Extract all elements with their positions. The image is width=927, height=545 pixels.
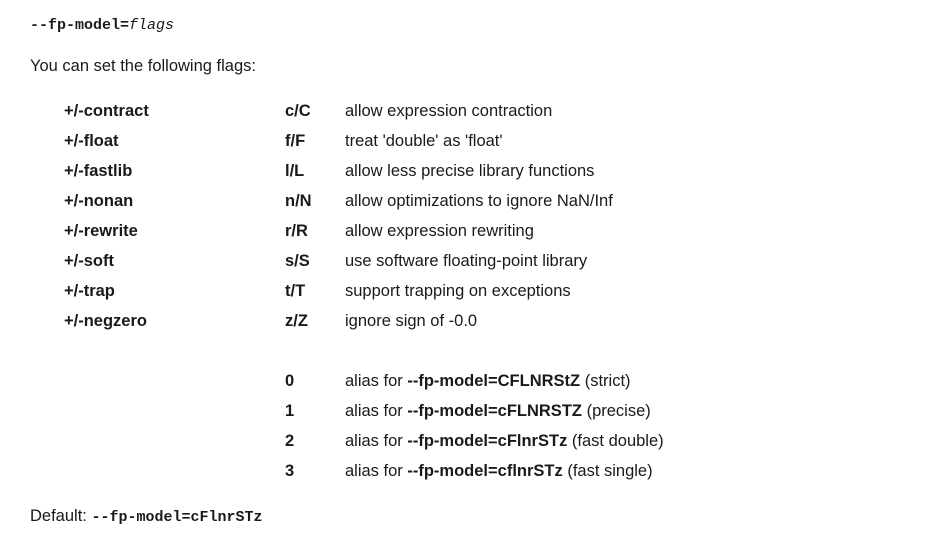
flag-row: +/-rewrite r/R allow expression rewritin…	[0, 221, 927, 251]
flag-name: +/-trap	[64, 282, 115, 300]
default-value: --fp-model=cFlnrSTz	[91, 509, 263, 526]
alias-prefix: alias for	[345, 372, 408, 390]
flag-name: +/-rewrite	[64, 222, 138, 240]
alias-target: --fp-model=cflnrSTz	[407, 462, 563, 480]
flag-code: r/R	[285, 222, 308, 240]
flag-name: +/-soft	[64, 252, 114, 270]
alias-suffix: (precise)	[581, 402, 651, 420]
alias-code: 1	[285, 402, 295, 420]
flag-row: +/-fastlib l/L allow less precise librar…	[0, 161, 927, 191]
alias-code: 2	[285, 432, 295, 450]
flag-code: f/F	[285, 132, 306, 150]
alias-code: 0	[285, 372, 295, 390]
alias-description: alias for --fp-model=cFlnrSTz (fast doub…	[345, 431, 664, 451]
flag-code: n/N	[285, 192, 312, 210]
alias-suffix: (fast double)	[567, 432, 664, 450]
flag-row: +/-negzero z/Z ignore sign of -0.0	[0, 311, 927, 341]
flag-row: +/-soft s/S use software floating-point …	[0, 251, 927, 281]
intro-text: You can set the following flags:	[30, 57, 256, 75]
flag-description: allow expression contraction	[345, 102, 553, 120]
alias-target: --fp-model=cFLNRSTZ	[407, 402, 582, 420]
flag-name: +/-negzero	[64, 312, 147, 330]
flag-name: +/-fastlib	[64, 162, 133, 180]
flag-code: z/Z	[285, 312, 308, 330]
flag-description: allow less precise library functions	[345, 162, 595, 180]
flag-row: +/-contract c/C allow expression contrac…	[0, 101, 927, 131]
option-name: --fp-model=	[30, 17, 130, 34]
default-label: Default:	[30, 507, 92, 525]
alias-suffix: (fast single)	[562, 462, 653, 480]
option-syntax: --fp-model=flags	[30, 16, 174, 36]
alias-suffix: (strict)	[580, 372, 631, 390]
alias-target: --fp-model=cFlnrSTz	[407, 432, 568, 450]
flag-name: +/-nonan	[64, 192, 134, 210]
flag-description: treat 'double' as 'float'	[345, 132, 503, 150]
flag-name: +/-float	[64, 132, 119, 150]
alias-row: 3 alias for --fp-model=cflnrSTz (fast si…	[0, 461, 927, 491]
alias-description: alias for --fp-model=cFLNRSTZ (precise)	[345, 401, 651, 421]
alias-description: alias for --fp-model=CFLNRStZ (strict)	[345, 371, 631, 391]
alias-code: 3	[285, 462, 295, 480]
flag-description: ignore sign of -0.0	[345, 312, 478, 330]
flag-name: +/-contract	[64, 102, 149, 120]
option-argument: flags	[129, 17, 175, 34]
alias-description: alias for --fp-model=cflnrSTz (fast sing…	[345, 461, 653, 481]
flag-row: +/-nonan n/N allow optimizations to igno…	[0, 191, 927, 221]
flag-code: t/T	[285, 282, 306, 300]
flag-code: l/L	[285, 162, 305, 180]
flag-description: allow expression rewriting	[345, 222, 534, 240]
flag-row: +/-trap t/T support trapping on exceptio…	[0, 281, 927, 311]
alias-row: 0 alias for --fp-model=CFLNRStZ (strict)	[0, 371, 927, 401]
flag-row: +/-float f/F treat 'double' as 'float'	[0, 131, 927, 161]
alias-prefix: alias for	[345, 432, 408, 450]
alias-target: --fp-model=CFLNRStZ	[407, 372, 581, 390]
alias-prefix: alias for	[345, 402, 408, 420]
alias-row: 2 alias for --fp-model=cFlnrSTz (fast do…	[0, 431, 927, 461]
flag-description: allow optimizations to ignore NaN/Inf	[345, 192, 613, 210]
default-line: Default: --fp-model=cFlnrSTz	[30, 506, 262, 528]
flag-code: c/C	[285, 102, 311, 120]
alias-prefix: alias for	[345, 462, 408, 480]
alias-row: 1 alias for --fp-model=cFLNRSTZ (precise…	[0, 401, 927, 431]
flag-description: use software floating-point library	[345, 252, 588, 270]
flag-code: s/S	[285, 252, 310, 270]
flag-description: support trapping on exceptions	[345, 282, 571, 300]
